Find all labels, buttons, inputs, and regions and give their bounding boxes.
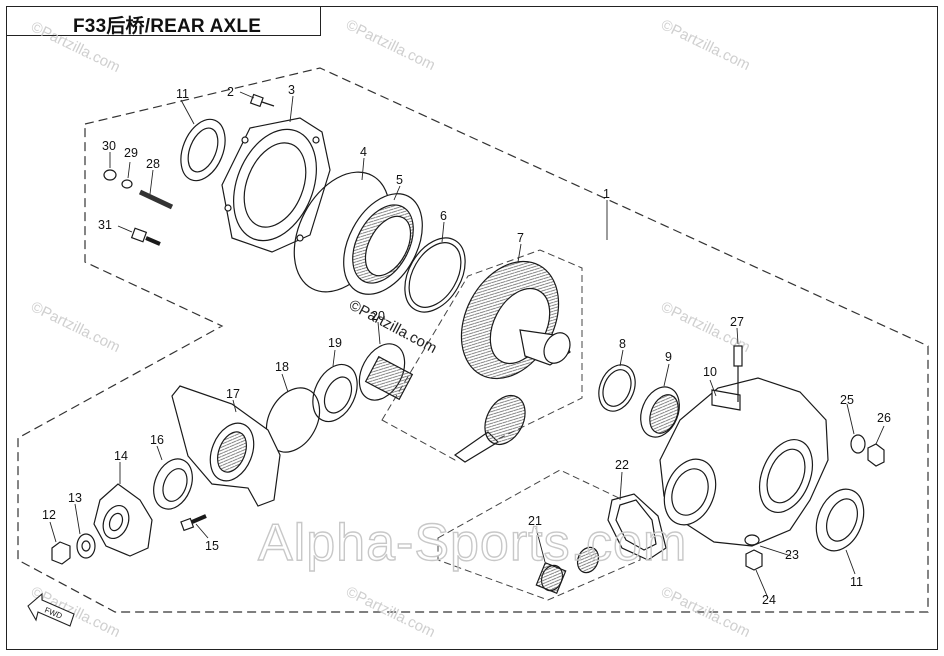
callout-28: 28 xyxy=(146,157,160,171)
part-13-washer xyxy=(76,533,96,559)
watermark-text: ©Partzilla.com xyxy=(28,298,123,356)
callout-17: 17 xyxy=(226,387,240,401)
callout-16: 16 xyxy=(150,433,164,447)
part-28-stud xyxy=(138,189,174,210)
part-7-ring-gear xyxy=(460,260,571,380)
part-12-nut xyxy=(51,541,71,565)
fwd-arrow-icon: FWD xyxy=(27,592,75,627)
part-6-shim xyxy=(404,237,466,313)
part-3-end-cover xyxy=(221,117,331,253)
callout-14: 14 xyxy=(114,449,128,463)
callout-21: 21 xyxy=(528,514,542,528)
part-23-washer xyxy=(744,534,760,546)
callout-1: 1 xyxy=(603,187,610,201)
bearing-set-boundary xyxy=(437,469,641,601)
part-22-gasket xyxy=(607,493,667,561)
callout-31: 31 xyxy=(98,218,112,232)
callout-5: 5 xyxy=(396,173,403,187)
part-8-shim xyxy=(598,364,636,412)
part-5-bearing xyxy=(343,193,423,295)
part-20-bearing-cup xyxy=(358,343,414,401)
callout-26: 26 xyxy=(877,411,891,425)
part-26-drain-plug xyxy=(867,443,885,467)
part-25-washer xyxy=(850,434,866,454)
part-21-bearing xyxy=(535,546,600,595)
page-title: F33后桥/REAR AXLE xyxy=(73,16,262,37)
callout-27: 27 xyxy=(730,315,744,329)
part-15-bolt xyxy=(180,514,207,532)
callout-3: 3 xyxy=(288,83,295,97)
callout-11: 11 xyxy=(176,87,189,101)
callout-13: 13 xyxy=(68,491,82,505)
callout-18: 18 xyxy=(275,360,289,374)
callout-6: 6 xyxy=(440,209,447,223)
watermark-text: ©Partzilla.com xyxy=(28,18,123,76)
watermark-text: ©Partzilla.com xyxy=(343,16,438,74)
callout-4: 4 xyxy=(360,145,367,159)
callout-12: 12 xyxy=(42,508,56,522)
callout-24: 24 xyxy=(762,593,776,607)
callout-8: 8 xyxy=(619,337,626,351)
part-10-differential-housing xyxy=(659,377,829,547)
callout-labels: 1 2 3 4 5 6 7 8 9 10 11 11 12 13 14 15 1… xyxy=(42,83,891,607)
part-2-bolt xyxy=(249,93,275,108)
callout-19: 19 xyxy=(328,336,342,350)
part-17-flange-housing xyxy=(171,385,281,507)
part-24-bolt xyxy=(745,549,763,571)
gear-set-boundary xyxy=(381,249,583,461)
part-11-oil-seal-upper xyxy=(180,118,226,182)
part-27-breather xyxy=(733,345,743,402)
part-14-output-flange xyxy=(93,483,153,557)
part-11-oil-seal-lower xyxy=(815,488,865,552)
part-pinion-gear xyxy=(453,394,526,463)
part-29-washer xyxy=(121,179,133,189)
part-19-bearing xyxy=(312,363,358,423)
callout-25: 25 xyxy=(840,393,854,407)
part-30-nut xyxy=(103,169,117,181)
assembly-boundary xyxy=(17,67,929,613)
callout-7: 7 xyxy=(517,231,524,245)
part-31-bolt xyxy=(130,227,161,246)
callout-23: 23 xyxy=(785,548,799,562)
callout-11b: 11 xyxy=(850,575,863,589)
part-9-needle-bearing xyxy=(640,386,680,438)
callout-29: 29 xyxy=(124,146,138,160)
watermark-alpha: Alpha-Sports.com xyxy=(258,514,687,572)
leader-lines xyxy=(49,91,885,599)
callout-22: 22 xyxy=(615,458,629,472)
callout-20: 20 xyxy=(371,309,385,323)
callout-9: 9 xyxy=(665,350,672,364)
diagram-frame xyxy=(6,6,938,650)
title-box: F33后桥/REAR AXLE xyxy=(6,6,321,37)
part-16-oil-seal xyxy=(153,458,193,510)
callout-10: 10 xyxy=(703,365,717,379)
callout-15: 15 xyxy=(205,539,219,553)
callout-2: 2 xyxy=(227,85,234,99)
watermark-text: ©Partzilla.com xyxy=(658,16,753,74)
callout-30: 30 xyxy=(102,139,116,153)
